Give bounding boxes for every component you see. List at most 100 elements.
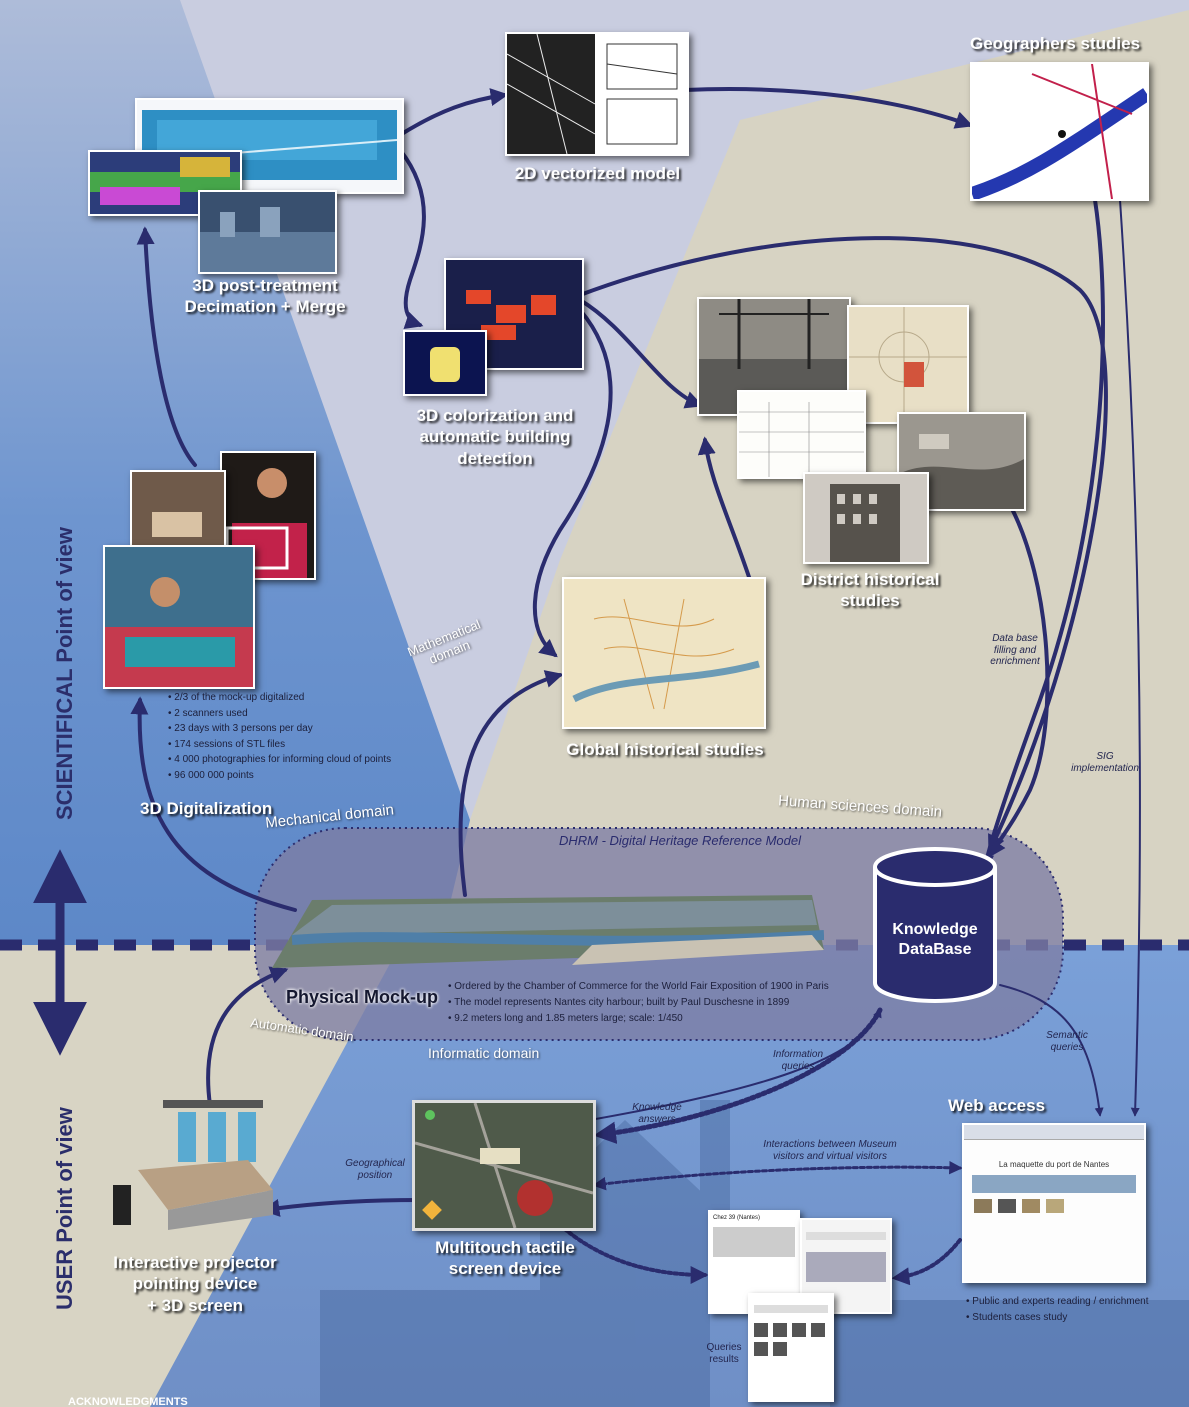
arrow-web-to-queries bbox=[891, 1238, 962, 1286]
mockup-fact: Ordered by the Chamber of Commerce for t… bbox=[448, 979, 868, 995]
web-browser-bar bbox=[964, 1125, 1144, 1140]
digitalization-fact: 174 sessions of STL files bbox=[168, 737, 418, 753]
colorization-line2: automatic building bbox=[419, 427, 571, 447]
arrow-knowledge-to-web bbox=[999, 984, 1104, 1117]
mockup-label: Physical Mock-up bbox=[285, 987, 439, 1007]
arrow-colorization-to-knowledge bbox=[578, 236, 1108, 854]
global-historical-map-image bbox=[562, 577, 766, 729]
global-historical-label: Global historical studies bbox=[566, 740, 764, 759]
web-access-label: Web access bbox=[948, 1096, 1046, 1115]
arrow-district-to-knowledge bbox=[988, 503, 1050, 858]
scientific-axis-label: SCIENTIFICAL Point of view bbox=[52, 527, 77, 820]
colored-scan-image bbox=[88, 150, 242, 216]
arrow-multitouch-to-queries bbox=[558, 1223, 709, 1284]
interactions-note: Interactions between Museum visitors and… bbox=[745, 1139, 915, 1162]
arrow-colorization-to-district bbox=[578, 298, 704, 409]
knowledge-db-line1: Knowledge bbox=[892, 921, 978, 938]
projector-line1: Interactive projector bbox=[113, 1253, 277, 1272]
web-page-title: La maquette du port de Nantes bbox=[998, 1160, 1110, 1169]
dhrm-title: DHRM - Digital Heritage Reference Model bbox=[558, 833, 802, 848]
building-detection-image bbox=[444, 258, 584, 370]
information-queries-note: Information queries bbox=[758, 1049, 838, 1072]
colorization-label: 3D colorization and automatic building d… bbox=[390, 405, 600, 469]
database-filling-line2: filling and bbox=[993, 644, 1037, 656]
digitalization-fact: 23 days with 3 persons per day bbox=[168, 721, 418, 737]
arrow-mockup-to-global bbox=[458, 670, 564, 897]
projector-line3: + 3D screen bbox=[147, 1295, 243, 1315]
scanning-hands-image bbox=[130, 470, 226, 554]
city-scan-3d-image bbox=[198, 190, 337, 274]
projector-line2: pointing device bbox=[132, 1274, 258, 1294]
database-filling-note: Data base filling and enrichment bbox=[980, 633, 1050, 668]
digitalization-fact: 96 000 000 points bbox=[168, 768, 418, 784]
geo-position-line2: position bbox=[357, 1169, 393, 1181]
arrow-posttreat-to-colorization bbox=[398, 148, 426, 329]
semantic-line1: Semantic bbox=[1046, 1030, 1088, 1041]
web-banner bbox=[972, 1175, 1136, 1193]
arrow-digitalization-to-posttreat bbox=[136, 226, 197, 467]
digitalization-fact: 2/3 of the mock-up digitalized bbox=[168, 690, 418, 706]
interactions-line1: Interactions between Museum bbox=[763, 1139, 897, 1150]
web-access-fact: Students cases study bbox=[966, 1310, 1176, 1326]
post-treatment-label: 3D post-treatment Decimation + Merge bbox=[150, 275, 380, 318]
knowledge-answers-note: Knowledge answers bbox=[622, 1102, 692, 1125]
digitalization-label: 3D Digitalization bbox=[140, 799, 273, 818]
sig-note: SIG implementation bbox=[1060, 751, 1150, 774]
mockup-fact: The model represents Nantes city harbour… bbox=[448, 995, 868, 1011]
queries-results-note: Queries results bbox=[694, 1342, 754, 1365]
web-access-screenshot: La maquette du port de Nantes bbox=[962, 1123, 1146, 1283]
castle-silhouette bbox=[320, 1100, 1189, 1407]
post-treatment-line1: 3D post-treatment bbox=[192, 276, 338, 295]
multitouch-label: Multitouch tactile screen device bbox=[410, 1237, 600, 1280]
database-filling-line3: enrichment bbox=[990, 656, 1040, 667]
arrow-multitouch-to-projector bbox=[261, 1198, 422, 1217]
information-line2: queries bbox=[781, 1060, 815, 1072]
arrow-colorization-to-global bbox=[532, 308, 613, 658]
arrow-vector-to-geographers bbox=[683, 87, 974, 129]
knowledge-db-label: Knowledge DataBase bbox=[873, 920, 997, 960]
scanning-mockup-image bbox=[103, 545, 255, 689]
projector-label: Interactive projector pointing device + … bbox=[90, 1252, 300, 1316]
database-filling-line1: Data base bbox=[992, 633, 1038, 644]
mockup-facts: Ordered by the Chamber of Commerce for t… bbox=[448, 979, 868, 1027]
multitouch-line1: Multitouch tactile bbox=[435, 1238, 575, 1257]
informatic-domain-label: Informatic domain bbox=[428, 1045, 540, 1061]
geo-position-line1: Geographical bbox=[345, 1158, 405, 1169]
arrow-multitouch-to-web bbox=[592, 1160, 963, 1191]
colorization-line3: detection bbox=[457, 448, 533, 468]
queries-page-title: Chez 39 (Nantes) bbox=[713, 1215, 761, 1221]
vectorized-plan-image bbox=[505, 32, 689, 156]
colorization-line1: 3D colorization and bbox=[416, 406, 574, 425]
district-table-image bbox=[737, 390, 866, 479]
knowledge-answers-line2: answers bbox=[638, 1113, 676, 1125]
web-access-fact: Public and experts reading / enrichment bbox=[966, 1294, 1176, 1310]
web-thumbnails bbox=[974, 1199, 1134, 1213]
geographers-map-image bbox=[970, 62, 1149, 201]
knowledge-answers-line1: Knowledge bbox=[632, 1102, 682, 1113]
physical-mockup-image bbox=[272, 890, 825, 970]
sig-line2: implementation bbox=[1071, 762, 1139, 774]
projector-device-image bbox=[113, 1100, 273, 1230]
sig-line1: SIG bbox=[1096, 751, 1114, 762]
information-line1: Information bbox=[772, 1049, 824, 1060]
knowledge-database-icon bbox=[873, 847, 997, 1003]
acknowledgments-heading: ACKNOWLEDGMENTS bbox=[68, 1396, 188, 1407]
queries-results-line2: results bbox=[709, 1353, 739, 1365]
arrow-geographers-to-web-a bbox=[1119, 199, 1141, 1117]
district-line2: studies bbox=[840, 591, 900, 611]
digitalization-facts: 2/3 of the mock-up digitalized 2 scanner… bbox=[168, 690, 418, 783]
arrow-projector-to-mockup bbox=[206, 966, 289, 1107]
geographers-label: Geographers studies bbox=[969, 34, 1141, 53]
queries-results-page-3 bbox=[748, 1293, 834, 1402]
district-label: District historical studies bbox=[780, 569, 960, 612]
digitalization-fact: 2 scanners used bbox=[168, 706, 418, 722]
knowledge-db-line2: DataBase bbox=[898, 941, 972, 958]
arrow-global-to-district bbox=[697, 436, 752, 582]
interactions-line2: visitors and virtual visitors bbox=[773, 1150, 887, 1162]
aerial-harbour-image bbox=[897, 412, 1026, 511]
mockup-fact: 9.2 meters long and 1.85 meters large; s… bbox=[448, 1011, 868, 1027]
semantic-line2: queries bbox=[1050, 1041, 1084, 1053]
district-line1: District historical bbox=[800, 570, 940, 589]
web-access-facts: Public and experts reading / enrichment … bbox=[966, 1294, 1176, 1325]
semantic-queries-note: Semantic queries bbox=[1032, 1030, 1102, 1053]
